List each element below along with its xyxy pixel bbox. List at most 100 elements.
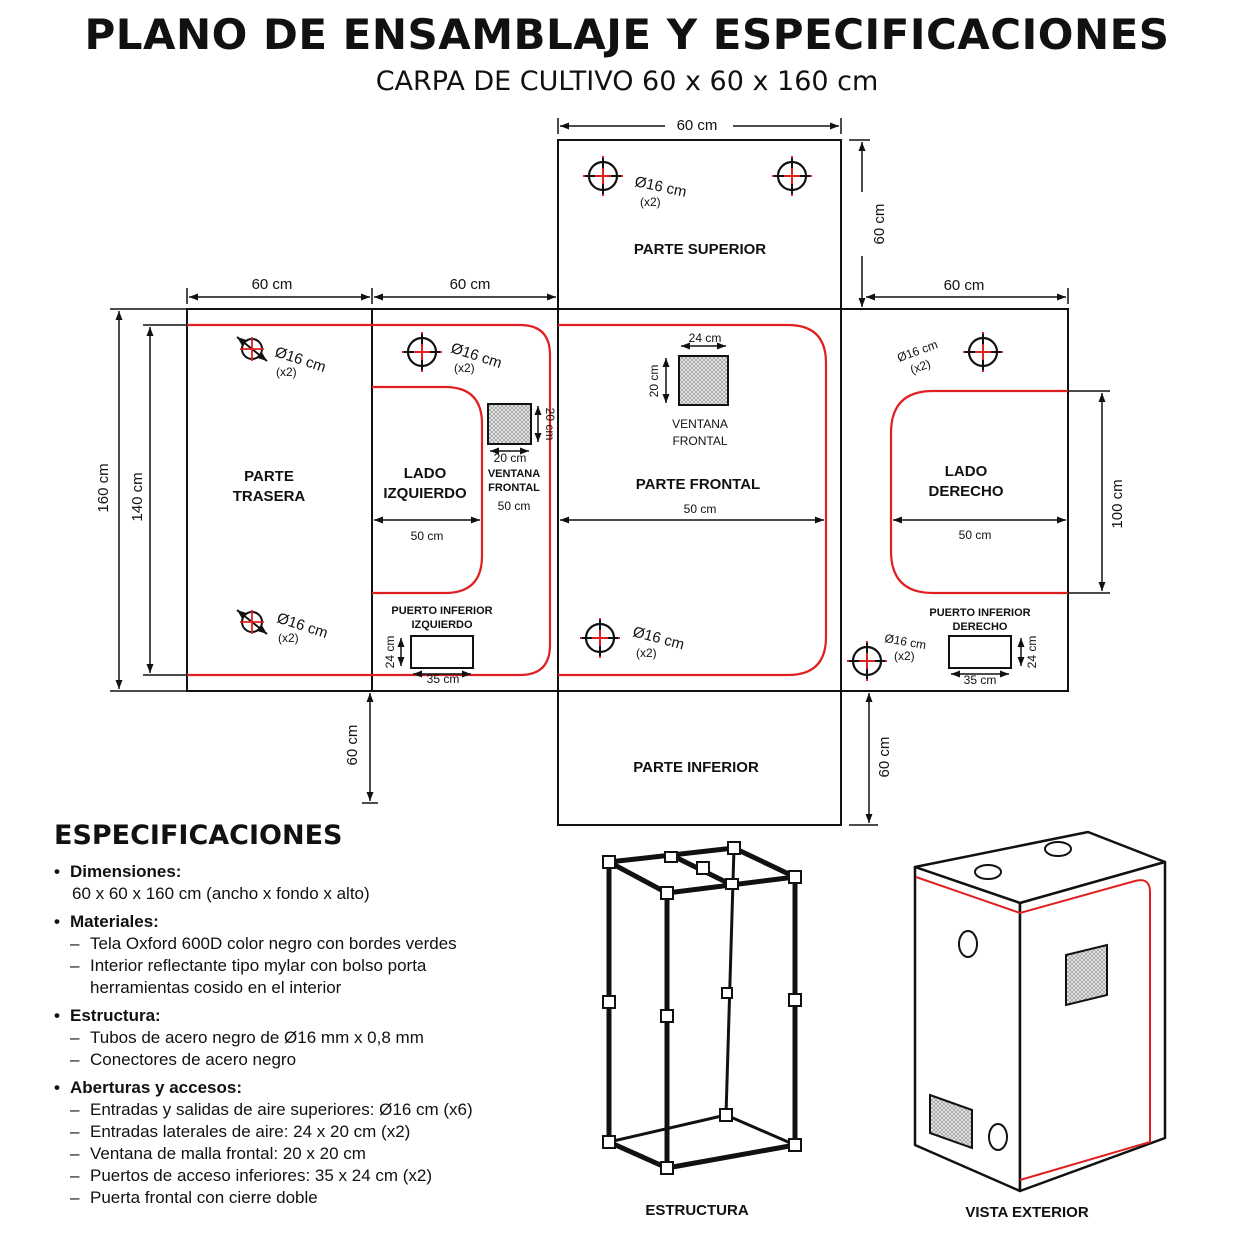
right-port-label: PUERTO INFERIOR — [929, 607, 1030, 619]
right-port-label: DERECHO — [952, 621, 1007, 633]
panel-right — [840, 308, 1069, 692]
vent-icon — [400, 330, 444, 374]
spec-group-head: Materiales: — [54, 911, 524, 933]
dim-label: 160 cm — [95, 463, 112, 512]
dim-label: 60 cm — [944, 277, 985, 294]
zipper-front — [558, 323, 828, 677]
zipper-right — [889, 389, 1068, 595]
dim-label: 60 cm — [677, 117, 718, 134]
right-bottom-port — [948, 635, 1012, 669]
dim-label: 60 cm — [252, 276, 293, 293]
page-subtitle: CARPA DE CULTIVO 60 x 60 x 160 cm — [375, 66, 879, 97]
panel-left-label: LADO — [404, 465, 447, 482]
dim-label: 50 cm — [411, 529, 444, 543]
vent-icon — [237, 610, 267, 634]
panel-back-label: TRASERA — [233, 488, 306, 505]
vent-icon — [770, 154, 814, 198]
exterior-zippers — [915, 876, 1151, 1181]
dim-label: 20 cm — [647, 365, 661, 398]
specs-title: ESPECIFICACIONES — [54, 820, 343, 851]
vent-icon — [961, 330, 1005, 374]
vent-count: (x2) — [278, 631, 299, 645]
left-port-label: PUERTO INFERIOR — [391, 605, 492, 617]
spec-item: Entradas laterales de aire: 24 x 20 cm (… — [54, 1121, 524, 1143]
zipper-back — [187, 323, 372, 677]
structure-caption: ESTRUCTURA — [645, 1202, 748, 1219]
vent-icon — [845, 639, 889, 683]
left-mesh-window — [487, 403, 532, 445]
spec-group-head: Estructura: — [54, 1005, 524, 1027]
specifications-section: ESPECIFICACIONES Dimensiones: 60 x 60 x … — [54, 820, 524, 1215]
front-window-label: VENTANA — [672, 417, 728, 431]
dim-label: 100 cm — [1109, 479, 1126, 528]
exterior-view-drawing — [913, 830, 1167, 1193]
panel-bottom — [557, 690, 842, 826]
dim-label: 50 cm — [684, 502, 717, 516]
front-window-label: FRONTAL — [672, 434, 727, 448]
dim-label: 60 cm — [344, 725, 361, 766]
spec-item: Entradas y salidas de aire superiores: Ø… — [54, 1099, 524, 1121]
spec-group-dimensions: Dimensiones: 60 x 60 x 160 cm (ancho x f… — [54, 861, 524, 905]
panel-labels: PARTE SUPERIOR PARTE TRASERA LADO IZQUIE… — [233, 241, 1031, 776]
vent-count: (x2) — [276, 365, 297, 379]
dim-label: 50 cm — [959, 528, 992, 542]
frame-connectors — [602, 841, 802, 1175]
vent-count: (x2) — [640, 195, 661, 209]
dimension-labels: 60 cm 60 cm 60 cm 60 cm 60 cm 160 cm 140… — [95, 117, 1126, 777]
left-window-label: VENTANA — [488, 468, 540, 480]
left-bottom-port — [410, 635, 474, 669]
spec-item: Conectores de acero negro — [54, 1049, 524, 1071]
dim-label: 35 cm — [427, 672, 460, 686]
front-mesh-window — [678, 355, 729, 406]
left-port-label: IZQUIERDO — [411, 619, 473, 631]
spec-item: Ventana de malla frontal: 20 x 20 cm — [54, 1143, 524, 1165]
vent-icon — [581, 154, 625, 198]
vent-icon — [578, 616, 622, 660]
panel-right-label: DERECHO — [928, 483, 1003, 500]
dim-label: 60 cm — [450, 276, 491, 293]
spec-item: Interior reflectante tipo mylar con bols… — [54, 955, 524, 999]
spec-group-openings: Aberturas y accesos: Entradas y salidas … — [54, 1077, 524, 1209]
dim-label: 20 cm — [494, 451, 527, 465]
dim-label: 60 cm — [871, 204, 888, 245]
panel-top-label: PARTE SUPERIOR — [634, 241, 766, 258]
zipper-left — [372, 323, 552, 677]
dim-label: 24 cm — [689, 331, 722, 345]
panel-outlines — [186, 139, 1069, 826]
vent-icons — [237, 154, 1005, 683]
vent-count: (x2) — [908, 357, 932, 377]
panel-front-label: PARTE FRONTAL — [636, 476, 760, 493]
exterior-caption: VISTA EXTERIOR — [965, 1204, 1089, 1221]
panel-right-label: LADO — [945, 463, 988, 480]
dim-label: 24 cm — [383, 636, 397, 669]
dim-label: 140 cm — [129, 472, 146, 521]
spec-group-materials: Materiales: Tela Oxford 600D color negro… — [54, 911, 524, 999]
spec-group-head: Dimensiones: — [54, 861, 524, 883]
vent-count: (x2) — [454, 361, 475, 375]
zipper-lines — [187, 323, 1068, 677]
spec-line: 60 x 60 x 160 cm (ancho x fondo x alto) — [72, 884, 370, 903]
dim-label: 24 cm — [1025, 636, 1039, 669]
dimension-lines — [110, 118, 1110, 826]
spec-item: Puertos de acceso inferiores: 35 x 24 cm… — [54, 1165, 524, 1187]
spec-item: Tela Oxford 600D color negro con bordes … — [54, 933, 524, 955]
frame-structure-drawing — [606, 845, 798, 1171]
dim-label: 60 cm — [876, 737, 893, 778]
panel-back-label: PARTE — [244, 468, 294, 485]
spec-group-head: Aberturas y accesos: — [54, 1077, 524, 1099]
vent-icon — [237, 337, 267, 361]
vent-count: (x2) — [894, 649, 915, 663]
left-window-label: FRONTAL — [488, 482, 540, 494]
panel-left-label: IZQUIERDO — [383, 485, 467, 502]
dim-label: 20 cm — [543, 408, 557, 441]
spec-group-structure: Estructura: Tubos de acero negro de Ø16 … — [54, 1005, 524, 1071]
page-title: PLANO DE ENSAMBLAJE Y ESPECIFICACIONES — [84, 10, 1170, 59]
spec-item: Puerta frontal con cierre doble — [54, 1187, 524, 1209]
spec-item: Tubos de acero negro de Ø16 mm x 0,8 mm — [54, 1027, 524, 1049]
panel-bottom-label: PARTE INFERIOR — [633, 759, 759, 776]
dim-label: 35 cm — [964, 673, 997, 687]
zipper-left-door — [372, 385, 484, 595]
exterior-features — [929, 841, 1108, 1151]
dim-label: 50 cm — [498, 499, 531, 513]
